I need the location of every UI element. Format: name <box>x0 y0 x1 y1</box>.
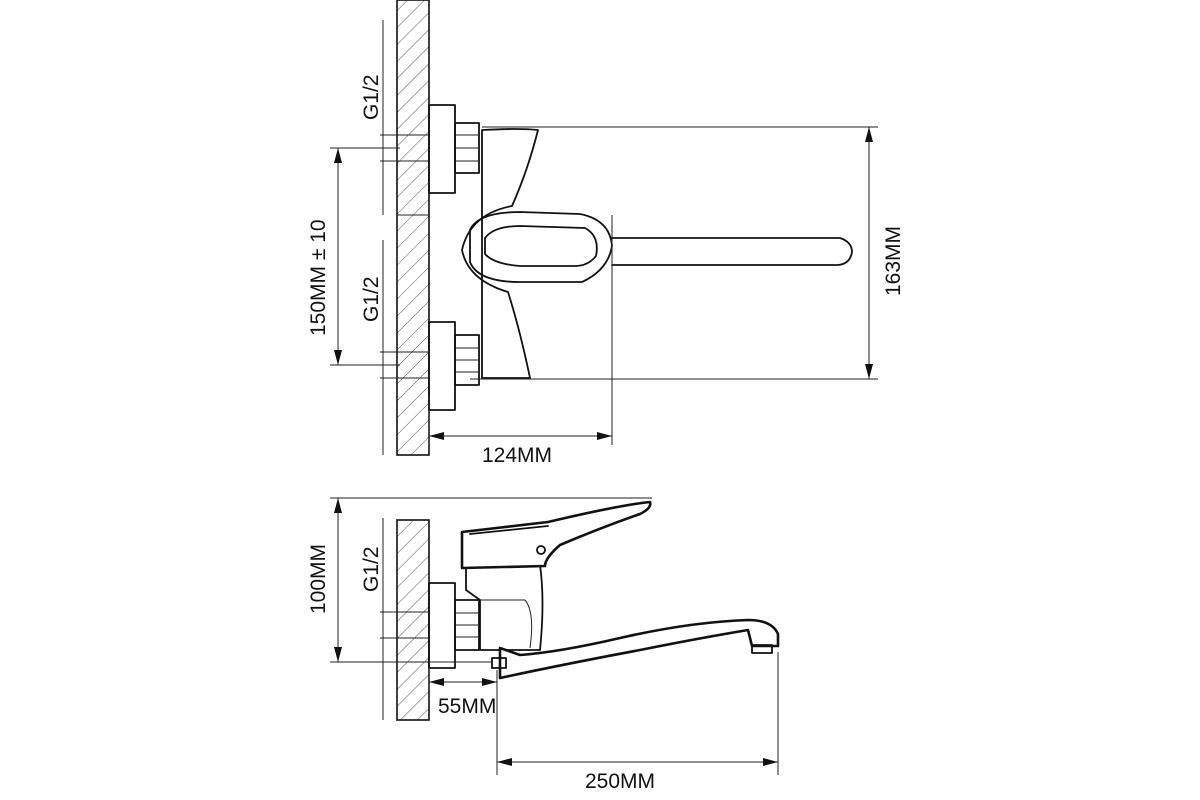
inlet-spacing-label: 150MM ± 10 <box>307 219 330 336</box>
depth-front-label: 124MM <box>482 444 552 467</box>
thread-label-middle: G1/2 <box>360 276 383 322</box>
wall-section-front <box>396 0 430 456</box>
side-inlet-connector <box>380 582 480 669</box>
spout-reach-label: 250MM <box>585 770 655 793</box>
spout-front <box>611 237 853 266</box>
height-side-label: 100MM <box>307 544 330 614</box>
lever-handle-front <box>469 211 613 283</box>
mixer-body-side <box>465 564 544 651</box>
thread-label-top: G1/2 <box>360 74 383 120</box>
thread-label-side: G1/2 <box>360 546 383 592</box>
side-view <box>330 497 780 775</box>
wall-offset-label: 55MM <box>438 695 496 718</box>
wall-section-side <box>396 519 430 721</box>
lever-handle-side <box>460 500 652 570</box>
height-front-label: 163MM <box>882 226 905 296</box>
mixer-body-front <box>461 128 539 379</box>
upper-inlet-connector <box>380 104 480 194</box>
front-view <box>330 0 878 456</box>
lower-inlet-connector <box>380 321 480 411</box>
swivel-spout-side <box>498 618 780 680</box>
